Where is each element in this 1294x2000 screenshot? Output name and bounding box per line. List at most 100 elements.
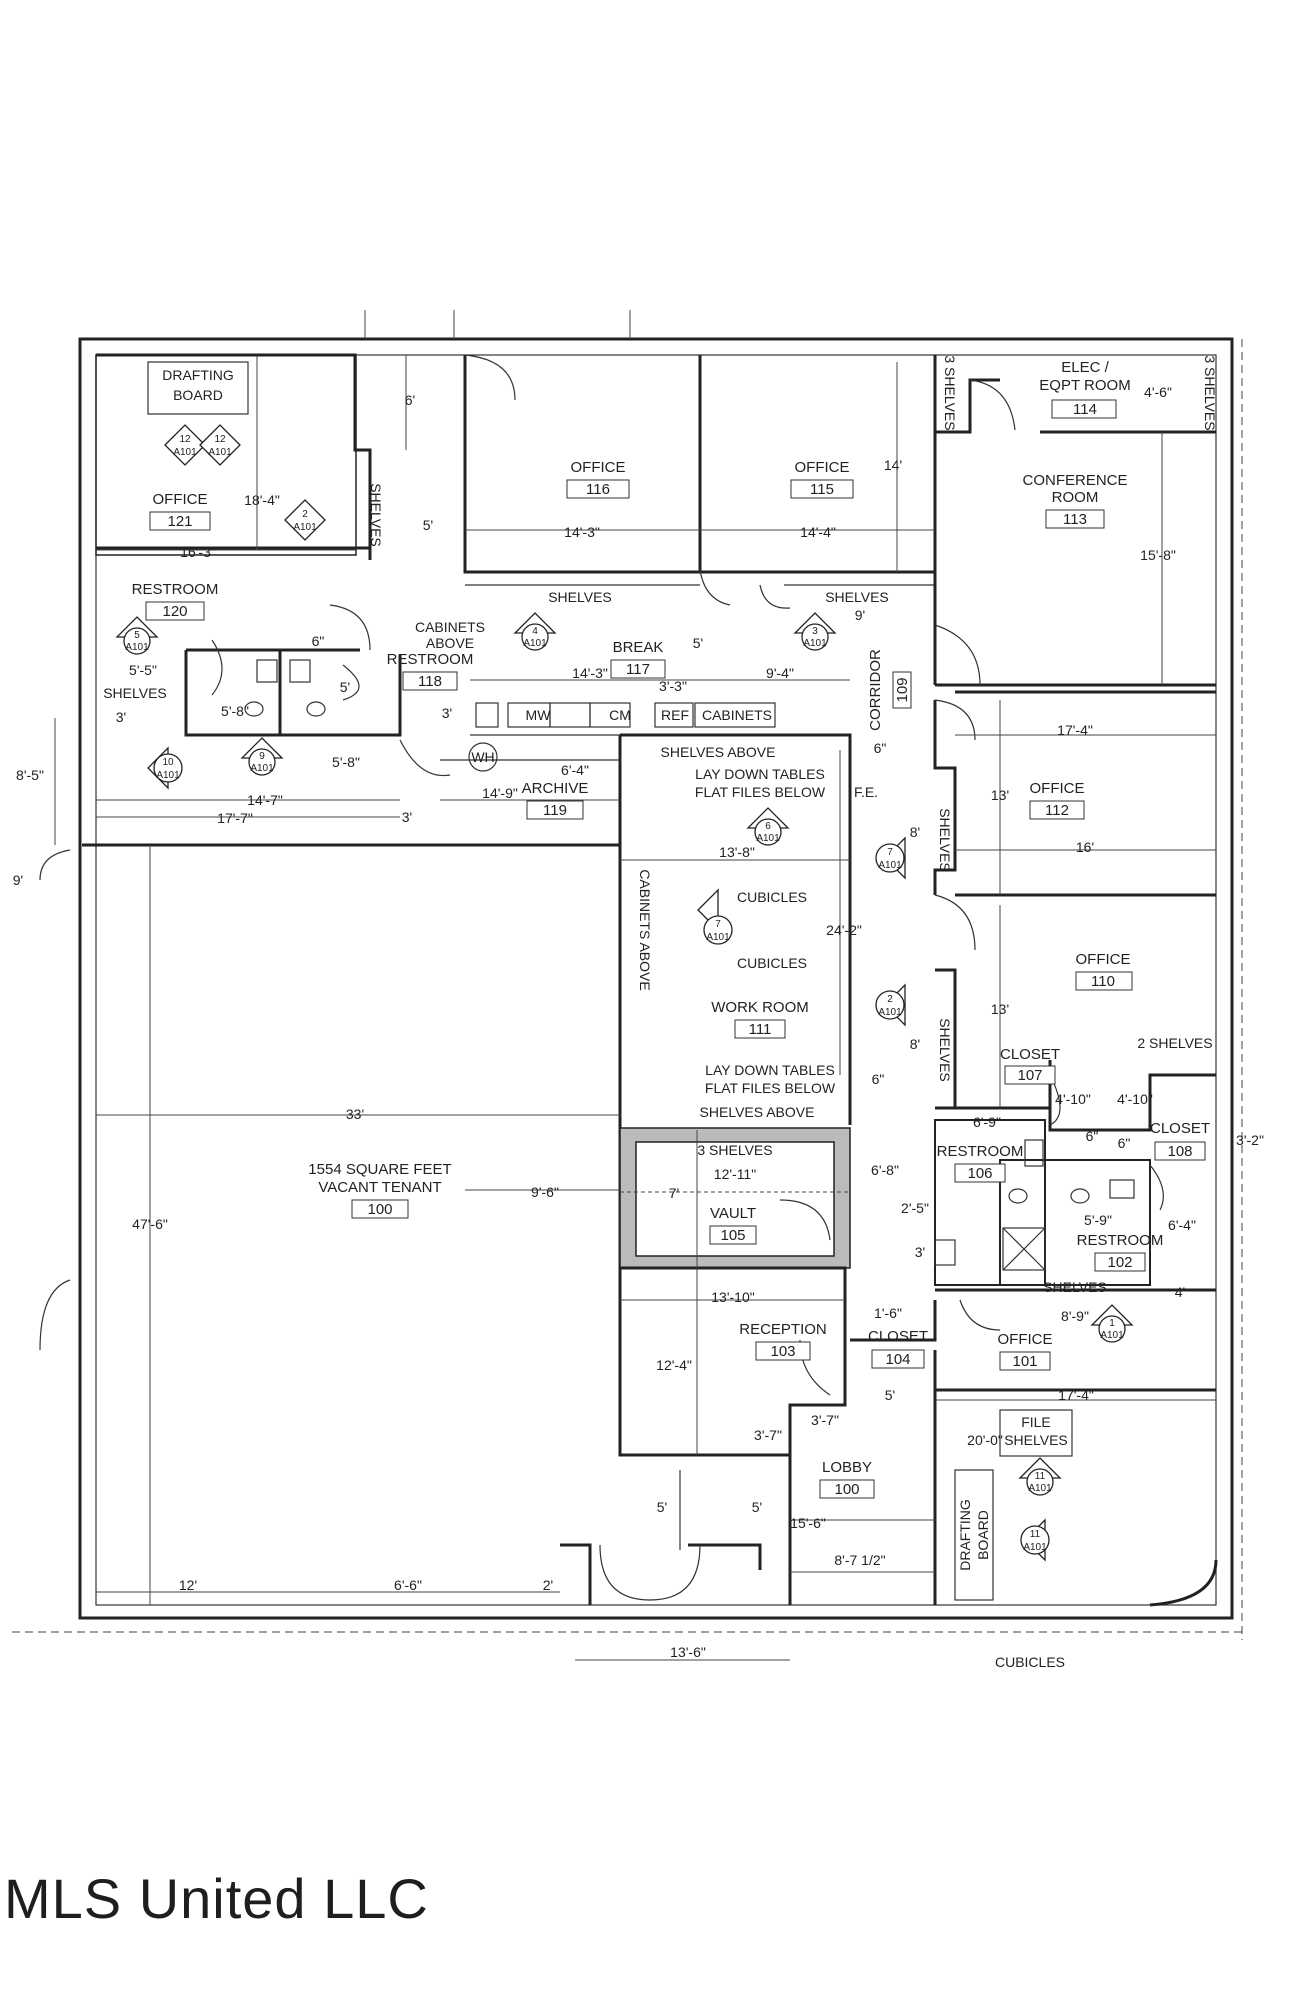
svg-text:5': 5' — [752, 1499, 762, 1515]
svg-text:CLOSET: CLOSET — [1150, 1120, 1210, 1137]
svg-text:3'-7": 3'-7" — [754, 1427, 782, 1443]
svg-text:FLAT FILES BELOW: FLAT FILES BELOW — [705, 1080, 836, 1096]
svg-text:15'-6": 15'-6" — [790, 1515, 826, 1531]
interior-walls — [82, 353, 1218, 1607]
svg-text:CUBICLES: CUBICLES — [737, 889, 807, 905]
svg-text:CLOSET: CLOSET — [868, 1328, 928, 1345]
svg-text:9': 9' — [13, 872, 23, 888]
svg-text:10: 10 — [162, 757, 174, 768]
svg-text:8': 8' — [910, 1036, 920, 1052]
svg-text:WORK ROOM: WORK ROOM — [711, 999, 809, 1016]
svg-text:1554 SQUARE FEET: 1554 SQUARE FEET — [308, 1161, 451, 1178]
svg-text:18'-4": 18'-4" — [244, 492, 280, 508]
svg-text:16'-3": 16'-3" — [180, 544, 216, 560]
svg-text:A101: A101 — [706, 932, 730, 943]
svg-text:ELEC /: ELEC / — [1061, 359, 1109, 376]
svg-text:103: 103 — [770, 1343, 795, 1360]
svg-text:17'-7": 17'-7" — [217, 810, 253, 826]
svg-text:12: 12 — [214, 434, 226, 445]
dimension-lines — [54, 355, 1216, 1661]
svg-text:3'-7": 3'-7" — [811, 1412, 839, 1428]
room-workroom-111: WORK ROOM 111 — [711, 999, 809, 1039]
svg-text:RECEPTION: RECEPTION — [739, 1321, 827, 1338]
svg-text:A101: A101 — [1023, 1542, 1047, 1553]
svg-text:7': 7' — [669, 1185, 679, 1201]
svg-text:A101: A101 — [173, 447, 197, 458]
svg-text:BOARD: BOARD — [173, 387, 223, 403]
svg-text:7: 7 — [887, 847, 893, 858]
svg-text:SHELVES: SHELVES — [937, 808, 953, 872]
svg-text:116: 116 — [586, 481, 610, 498]
svg-text:118: 118 — [418, 673, 442, 690]
svg-text:CONFERENCE: CONFERENCE — [1022, 472, 1127, 489]
svg-text:5'-9": 5'-9" — [1084, 1212, 1112, 1228]
svg-text:OFFICE: OFFICE — [153, 491, 208, 508]
svg-text:F.E.: F.E. — [854, 784, 878, 800]
svg-text:117: 117 — [626, 661, 650, 678]
svg-text:7: 7 — [715, 919, 721, 930]
svg-text:CUBICLES: CUBICLES — [995, 1654, 1065, 1670]
svg-text:CABINETS: CABINETS — [415, 619, 485, 635]
svg-text:8'-5": 8'-5" — [16, 767, 44, 783]
svg-text:12'-4": 12'-4" — [656, 1357, 692, 1373]
svg-text:ROOM: ROOM — [1052, 489, 1099, 506]
svg-text:ABOVE: ABOVE — [426, 635, 474, 651]
svg-text:OFFICE: OFFICE — [1076, 951, 1131, 968]
svg-text:BOARD: BOARD — [975, 1510, 991, 1560]
svg-text:6'-4": 6'-4" — [1168, 1217, 1196, 1233]
svg-text:OFFICE: OFFICE — [1030, 780, 1085, 797]
svg-text:14'-9": 14'-9" — [482, 785, 518, 801]
svg-text:114: 114 — [1073, 401, 1097, 418]
svg-text:LAY DOWN TABLES: LAY DOWN TABLES — [695, 766, 825, 782]
svg-text:3: 3 — [812, 626, 818, 637]
svg-text:RESTROOM: RESTROOM — [132, 581, 219, 598]
svg-text:111: 111 — [749, 1021, 772, 1038]
svg-text:FLAT FILES BELOW: FLAT FILES BELOW — [695, 784, 826, 800]
svg-text:LOBBY: LOBBY — [822, 1459, 872, 1476]
svg-text:2 SHELVES: 2 SHELVES — [1137, 1035, 1212, 1051]
svg-text:9: 9 — [259, 751, 265, 762]
svg-text:SHELVES: SHELVES — [937, 1018, 953, 1082]
svg-text:OFFICE: OFFICE — [571, 459, 626, 476]
svg-text:3': 3' — [442, 705, 452, 721]
svg-text:6": 6" — [1118, 1135, 1131, 1151]
svg-text:5'-8": 5'-8" — [332, 754, 360, 770]
svg-text:LAY DOWN TABLES: LAY DOWN TABLES — [705, 1062, 835, 1078]
svg-text:5: 5 — [134, 630, 140, 641]
svg-text:4'-6": 4'-6" — [1144, 384, 1172, 400]
svg-text:VACANT TENANT: VACANT TENANT — [318, 1179, 441, 1196]
svg-text:6": 6" — [872, 1071, 885, 1087]
svg-text:SHELVES: SHELVES — [825, 589, 889, 605]
svg-text:9'-6": 9'-6" — [531, 1184, 559, 1200]
svg-text:5': 5' — [657, 1499, 667, 1515]
svg-text:4: 4 — [532, 626, 538, 637]
svg-text:EQPT ROOM: EQPT ROOM — [1039, 377, 1130, 394]
svg-text:6": 6" — [312, 633, 325, 649]
svg-text:14'-3": 14'-3" — [564, 524, 600, 540]
svg-text:RESTROOM: RESTROOM — [937, 1143, 1024, 1160]
svg-text:105: 105 — [720, 1227, 745, 1244]
fixtures — [244, 659, 1135, 1271]
svg-text:15'-8": 15'-8" — [1140, 547, 1176, 563]
svg-text:A101: A101 — [1100, 1330, 1124, 1341]
